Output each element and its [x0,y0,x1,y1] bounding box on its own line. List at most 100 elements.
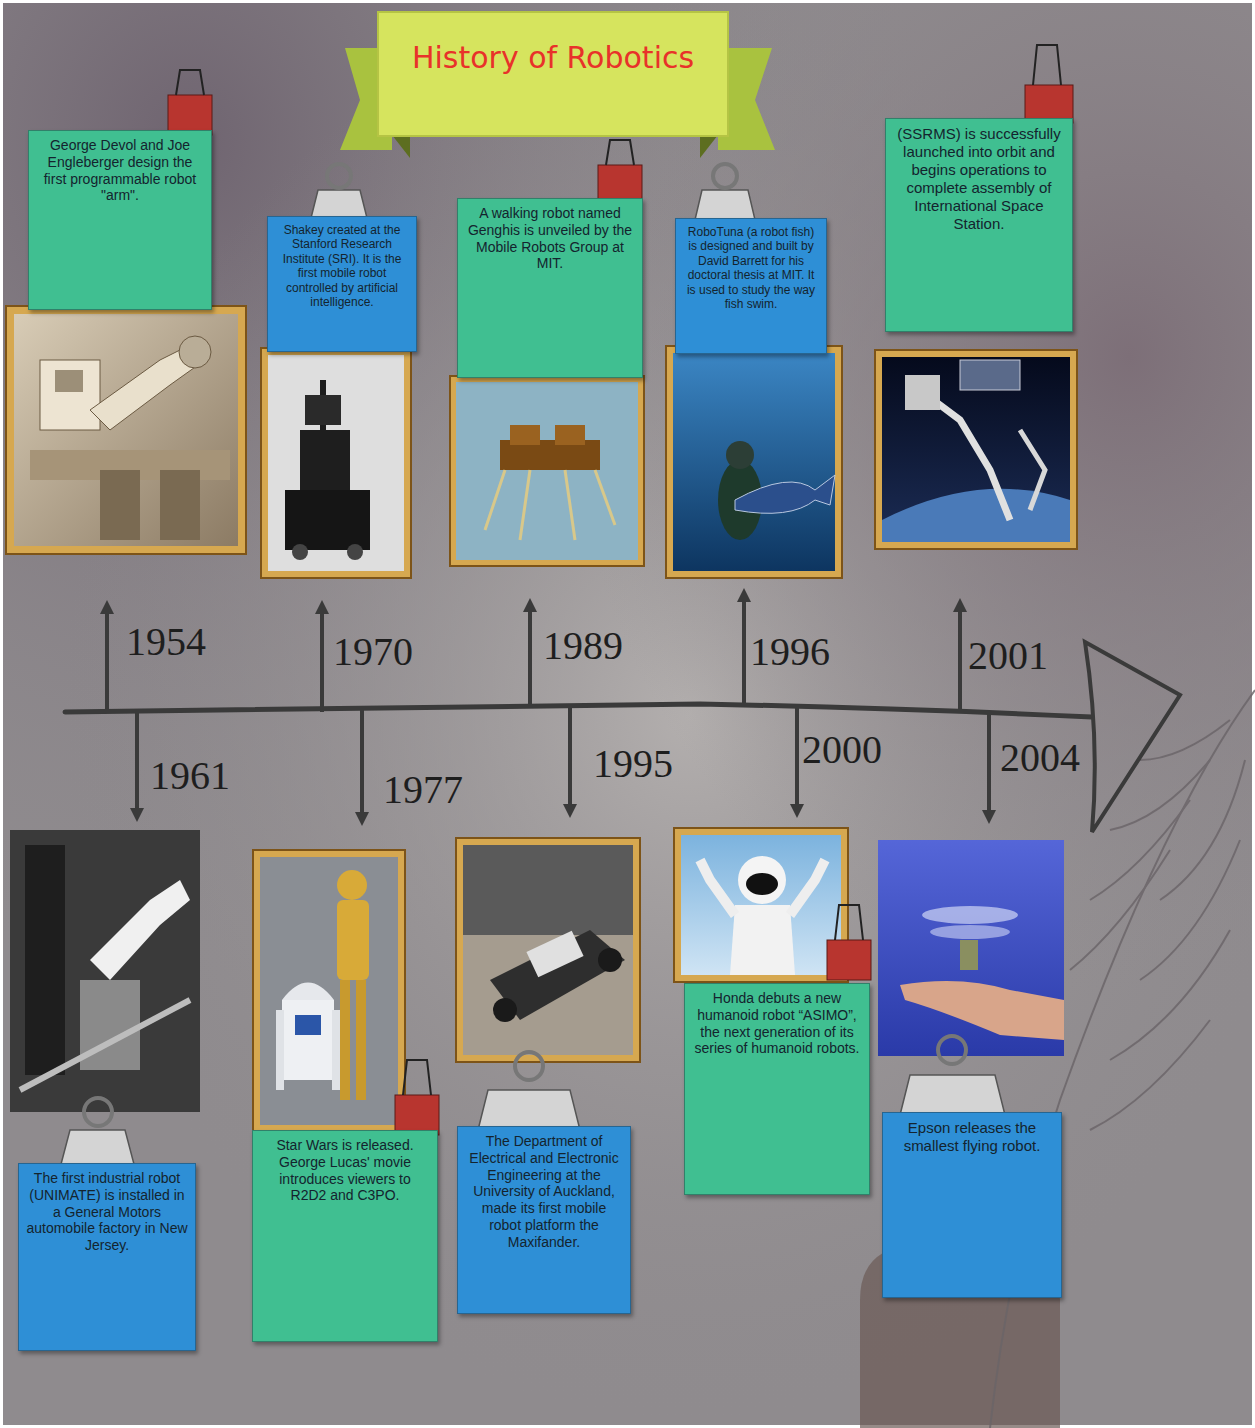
note-card: The Department of Electrical and Electro… [457,1126,631,1314]
metal-clip-part [327,164,351,188]
photo-1996-robotuna-part [726,441,754,469]
timeline-axis-part [1085,642,1180,832]
note-card: George Devol and Joe Engleberger design … [28,130,212,310]
feather-quill-part [1160,760,1245,900]
photo-1989-genghis-part [456,382,638,560]
photo-1977-droids-part [337,870,367,900]
photo-2000-asimo-part [730,905,795,975]
photo-1970-shakey-part [292,544,308,560]
card-text: RoboTuna (a robot fish) is designed and … [683,225,819,311]
year-label: 1996 [750,632,830,672]
year-ticks-part [360,710,364,814]
year-ticks-part [355,812,369,826]
year-ticks-part [568,707,572,806]
photo-1977-droids-part [332,1010,340,1090]
metal-clip-part [478,1090,580,1130]
photo-1977-droids [253,850,405,1132]
binder-clip [168,45,1073,1135]
binder-clip-part [168,95,212,135]
card-text: Epson releases the smallest flying robot… [890,1119,1054,1155]
photo-2000-asimo-part [790,860,825,915]
feather-quill-part [1110,930,1230,1060]
timeline-axis-part [65,704,1092,717]
photo-1954-arm-part [100,470,140,540]
metal-clip-part [515,1052,543,1080]
card-text: George Devol and Joe Engleberger design … [36,137,204,204]
year-ticks-part [528,610,532,708]
photo-2004-flying-robot-part [900,981,1064,1040]
photo-1977-droids-part [253,850,405,1132]
photo-2000-asimo-part [738,856,786,904]
photo-2001-ssrms-part [875,350,1077,549]
card-text: (SSRMS) is successfully launched into or… [893,125,1065,233]
note-card: Epson releases the smallest flying robot… [882,1112,1062,1298]
photo-1995-maxifander-part [463,845,633,1055]
year-ticks-part [563,804,577,818]
note-card: A walking robot named Genghis is unveile… [457,198,643,378]
note-card: (SSRMS) is successfully launched into or… [885,118,1073,332]
photo-2000-asimo-part [700,860,735,915]
card-text: The first industrial robot (UNIMATE) is … [26,1170,188,1254]
photo-1996-robotuna-part [666,346,842,578]
photo-1954-arm [6,306,246,554]
photo-2004-flying-robot-part [922,906,1018,924]
null-part [485,470,615,540]
photo-1954-arm-part [179,336,211,368]
binder-clip-part [606,140,634,165]
binder-clip-part [835,905,863,940]
year-label: 1995 [593,744,673,784]
photo-1954-arm-part [55,370,83,392]
photo-2000-asimo-part [681,835,841,975]
photo-2001-ssrms-part [882,489,1070,542]
photo-2001-ssrms [875,350,1077,549]
photo-1989-genghis-part [555,425,585,445]
card-text: The Department of Electrical and Electro… [465,1133,623,1251]
feather-quill-part [1070,850,1170,970]
card-text: A walking robot named Genghis is unveile… [465,205,635,272]
photo-2000-asimo-part [674,828,848,982]
photo-1954-arm-part [160,470,200,540]
photo-1995-maxifander-part [526,931,583,978]
photo-1977-droids-part [260,857,398,1125]
year-ticks-part [795,706,799,806]
photo-1995-maxifander [456,838,640,1062]
photo-1970-shakey-part [300,430,350,490]
year-label: 1977 [383,770,463,810]
photo-1970-shakey-part [347,544,363,560]
photo-2000-asimo [674,828,848,982]
poster-title: History of Robotics [378,40,728,75]
photo-1970-shakey [261,348,411,578]
photo-1970-shakey-part [285,490,370,550]
photo-1961-unimate-part [10,830,200,1112]
year-ticks-part [523,598,537,612]
photo-1977-droids-part [340,980,350,1100]
metal-clip-part [900,1075,1005,1115]
photo-1995-maxifander-part [598,948,622,972]
photo-1954-arm-part [14,314,238,546]
year-ticks-part [320,612,324,712]
null-part-part [565,470,575,540]
year-ticks-part [315,600,329,614]
photo-1961-unimate-part [25,845,65,1075]
photo-2001-ssrms-part [960,360,1020,390]
metal-clip-part [713,164,737,188]
year-label: 1954 [126,622,206,662]
year-ticks-part [958,610,962,712]
year-ticks-part [130,808,144,822]
photo-1977-droids-part [295,1015,321,1035]
binder-clip-part [176,70,204,95]
null-part-part [485,470,505,530]
photo-1996-robotuna-part [735,475,835,513]
photo-2001-ssrms-part [1020,430,1045,510]
photo-1989-genghis-part [510,425,540,445]
year-label: 1989 [543,626,623,666]
photo-2004-flying-robot-part [930,925,1010,939]
metal-clip-part [938,1036,966,1064]
photo-1989-genghis [450,376,644,566]
year-ticks-part [987,714,991,812]
